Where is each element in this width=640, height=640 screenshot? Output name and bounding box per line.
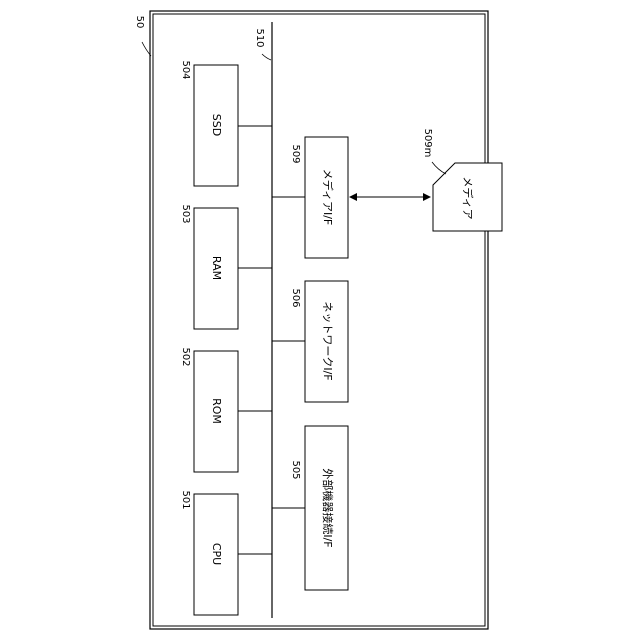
interface-external-device: 外部機器接続I/F 505 — [272, 426, 348, 590]
svg-text:SSD: SSD — [210, 114, 223, 136]
svg-text:メディアI/F: メディアI/F — [321, 169, 335, 226]
svg-text:503: 503 — [180, 204, 191, 223]
svg-text:CPU: CPU — [210, 543, 223, 565]
svg-text:RAM: RAM — [210, 256, 223, 280]
interface-media: メディアI/F 509 — [272, 137, 348, 258]
component-cpu: CPU 501 — [180, 490, 272, 615]
svg-text:501: 501 — [180, 490, 191, 509]
svg-text:504: 504 — [180, 60, 191, 79]
svg-text:509: 509 — [290, 144, 301, 163]
svg-text:509m: 509m — [422, 129, 433, 158]
media-card: メディア 509m — [422, 129, 502, 231]
svg-text:502: 502 — [180, 347, 191, 366]
svg-text:ROM: ROM — [210, 398, 223, 424]
component-rom: ROM 502 — [180, 347, 272, 472]
component-ram: RAM 503 — [180, 204, 272, 329]
svg-text:メディア: メディア — [461, 176, 475, 219]
svg-text:506: 506 — [290, 288, 301, 307]
system-ref-label: 50 — [134, 16, 145, 29]
svg-text:ネットワークI/F: ネットワークI/F — [321, 301, 334, 380]
interface-network: ネットワークI/F 506 — [272, 281, 348, 402]
svg-text:外部機器接続I/F: 外部機器接続I/F — [321, 468, 335, 547]
bus-ref-leader — [262, 54, 271, 60]
svg-text:505: 505 — [290, 460, 301, 479]
component-ssd: SSD 504 — [180, 60, 272, 186]
bus-ref-label: 510 — [254, 28, 265, 47]
